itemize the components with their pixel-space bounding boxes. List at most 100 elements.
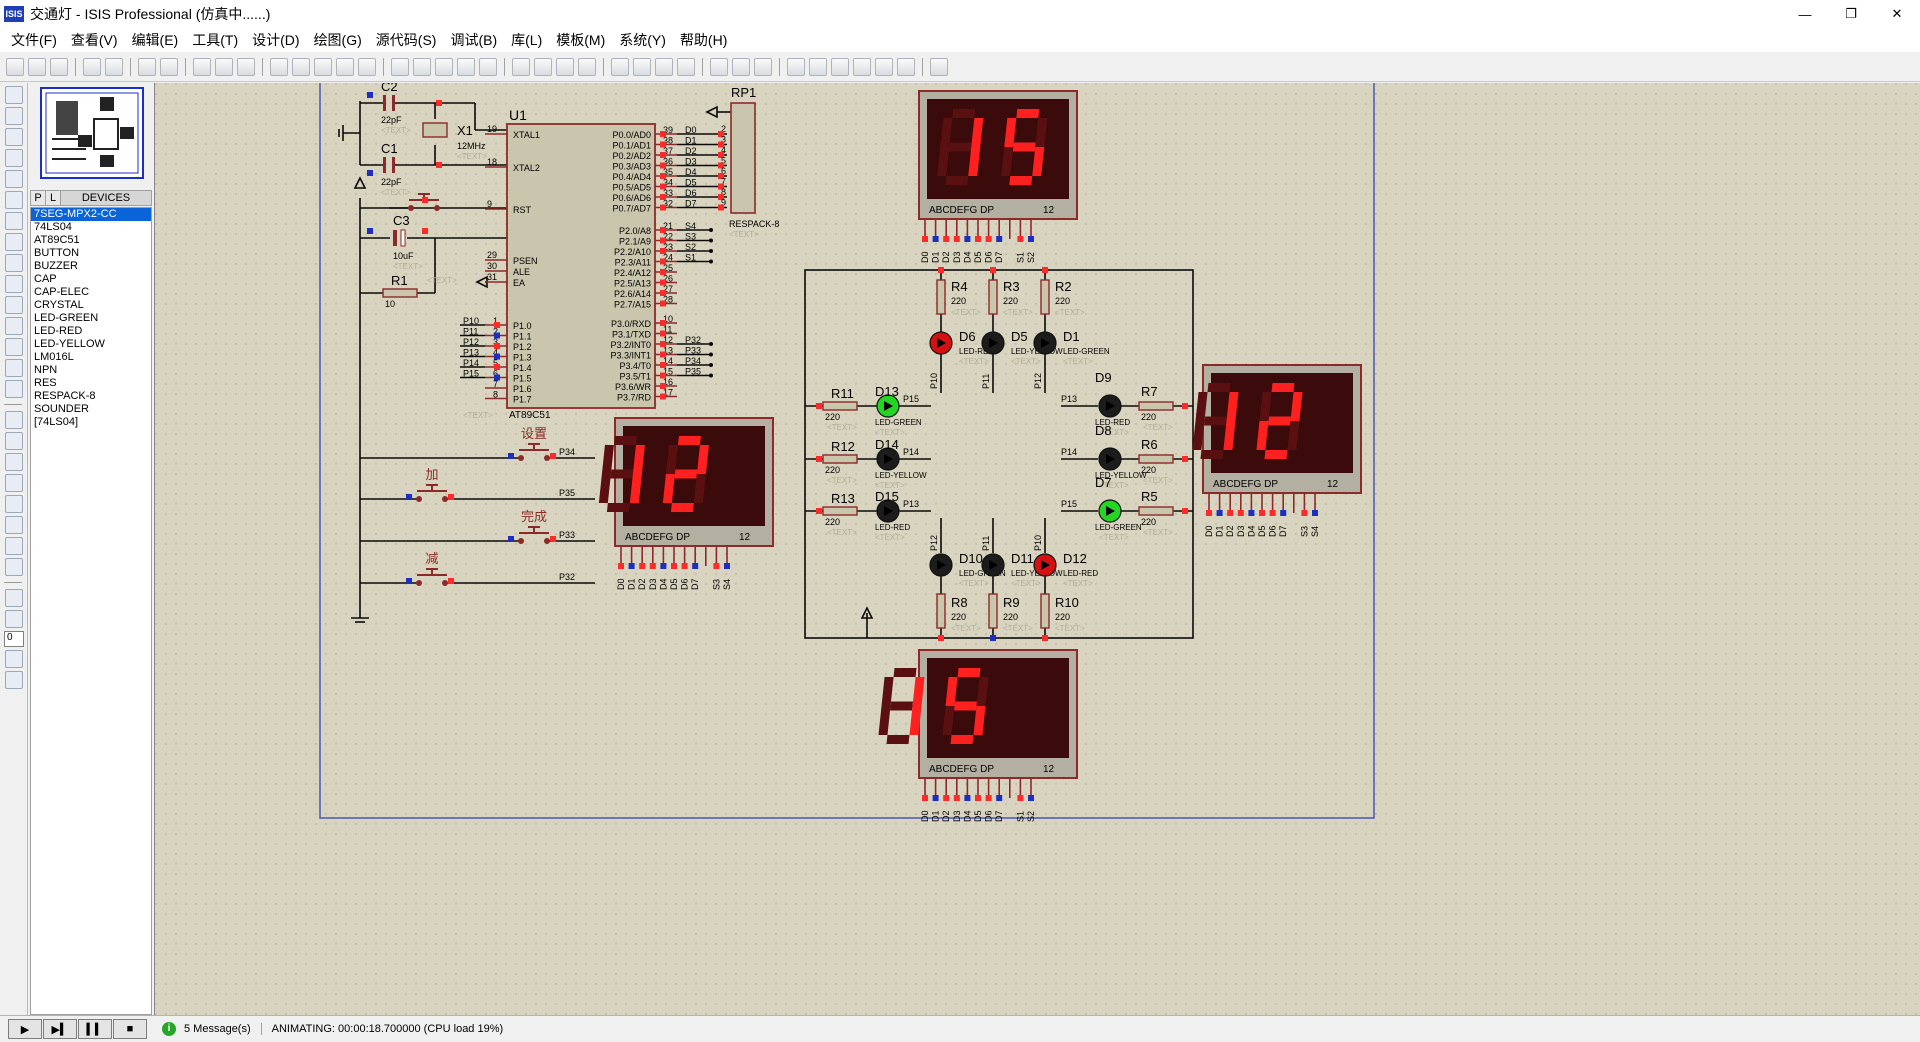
menu-system[interactable]: 系统(Y) — [619, 32, 666, 48]
print-icon[interactable] — [138, 57, 156, 76]
wire-autoroute-icon[interactable] — [710, 57, 728, 76]
rotate-clockwise-icon[interactable] — [5, 589, 23, 607]
menu-tools[interactable]: 工具(T) — [192, 32, 239, 48]
print-area-icon[interactable] — [160, 57, 178, 76]
make-device-icon[interactable] — [633, 57, 651, 76]
schematic-canvas[interactable]: C222pF<TEXT>C122pF<TEXT>X112MHz<TEXT>C31… — [155, 83, 1920, 1015]
device-list-item[interactable]: LED-GREEN — [34, 312, 99, 324]
junction-dot-icon[interactable] — [5, 128, 23, 146]
new-sheet-icon[interactable] — [787, 57, 805, 76]
device-list-item[interactable]: RESPACK-8 — [34, 390, 96, 402]
search-tag-icon[interactable] — [732, 57, 750, 76]
refresh-icon[interactable] — [193, 57, 211, 76]
block-rotate-icon[interactable] — [556, 57, 574, 76]
device-list-item[interactable]: CAP-ELEC — [34, 286, 90, 298]
symbol-tool-icon[interactable] — [5, 537, 23, 555]
device-list-item[interactable]: LED-RED — [34, 325, 83, 337]
menu-library[interactable]: 库(L) — [511, 32, 543, 48]
ares-icon[interactable] — [930, 57, 948, 76]
device-list-item[interactable]: NPN — [34, 364, 58, 376]
device-pin-icon[interactable] — [5, 254, 23, 272]
arc-tool-icon[interactable] — [5, 474, 23, 492]
device-list-item[interactable]: 7SEG-MPX2-CC — [31, 208, 151, 221]
marker-tool-icon[interactable] — [5, 558, 23, 576]
undo-icon[interactable] — [391, 57, 409, 76]
netlist-icon[interactable] — [897, 57, 915, 76]
remove-sheet-icon[interactable] — [809, 57, 827, 76]
menu-edit[interactable]: 编辑(E) — [131, 32, 179, 48]
component-mode-icon[interactable] — [5, 107, 23, 125]
rotation-angle-input[interactable]: 0 — [4, 631, 24, 647]
overview-window[interactable] — [40, 87, 144, 179]
message-count[interactable]: 5 Message(s) — [184, 1023, 262, 1035]
zoom-all-icon[interactable] — [336, 57, 354, 76]
path-tool-icon[interactable] — [5, 495, 23, 513]
menu-graph[interactable]: 绘图(G) — [313, 32, 362, 48]
restore-button[interactable]: ❐ — [1845, 6, 1857, 21]
block-delete-icon[interactable] — [578, 57, 596, 76]
device-list-item[interactable]: LM016L — [34, 351, 74, 363]
graph-icon[interactable] — [5, 275, 23, 293]
tape-recorder-icon[interactable] — [5, 296, 23, 314]
mirror-horizontal-icon[interactable] — [5, 650, 23, 668]
redo-icon[interactable] — [413, 57, 431, 76]
virtual-instrument-icon[interactable] — [5, 380, 23, 398]
menu-view[interactable]: 查看(V) — [70, 32, 118, 48]
device-list-item[interactable]: CRYSTAL — [34, 299, 84, 311]
new-file-icon[interactable] — [6, 57, 24, 76]
device-list-item[interactable]: RES — [34, 377, 57, 389]
close-button[interactable]: ✕ — [1891, 6, 1903, 21]
device-list-item[interactable]: CAP — [34, 273, 57, 285]
device-list-item[interactable]: BUZZER — [34, 260, 78, 272]
menu-help[interactable]: 帮助(H) — [679, 32, 728, 48]
menu-source[interactable]: 源代码(S) — [375, 32, 437, 48]
stop-button[interactable]: ■ — [113, 1019, 147, 1039]
origin-icon[interactable] — [237, 57, 255, 76]
menu-debug[interactable]: 调试(B) — [450, 32, 498, 48]
minimize-button[interactable]: — — [1798, 6, 1812, 22]
pan-icon[interactable] — [270, 57, 288, 76]
terminal-icon[interactable] — [5, 233, 23, 251]
open-file-icon[interactable] — [28, 57, 46, 76]
voltage-probe-icon[interactable] — [5, 338, 23, 356]
cut-icon[interactable] — [435, 57, 453, 76]
step-button[interactable]: ▶▍ — [43, 1019, 77, 1039]
import-icon[interactable] — [83, 57, 101, 76]
menu-template[interactable]: 模板(M) — [556, 32, 606, 48]
erc-report-icon[interactable] — [875, 57, 893, 76]
packaging-icon[interactable] — [655, 57, 673, 76]
info-icon[interactable]: i — [162, 1022, 176, 1036]
device-list-item[interactable]: [74LS04] — [34, 416, 79, 428]
zoom-in-icon[interactable] — [292, 57, 310, 76]
mirror-vertical-icon[interactable] — [5, 671, 23, 689]
wire-label-icon[interactable] — [5, 149, 23, 167]
exit-to-parent-icon[interactable] — [831, 57, 849, 76]
paste-icon[interactable] — [479, 57, 497, 76]
text-script-icon[interactable] — [5, 170, 23, 188]
copy-icon[interactable] — [457, 57, 475, 76]
grid-icon[interactable] — [215, 57, 233, 76]
device-list-item[interactable]: BUTTON — [34, 247, 80, 259]
text-tool-icon[interactable] — [5, 516, 23, 534]
decompose-icon[interactable] — [677, 57, 695, 76]
device-list-item[interactable]: LED-YELLOW — [34, 338, 105, 350]
selection-mode-icon[interactable] — [5, 86, 23, 104]
block-copy-icon[interactable] — [512, 57, 530, 76]
pick-device-icon[interactable] — [611, 57, 629, 76]
device-list-item[interactable]: 74LS04 — [34, 221, 72, 233]
menu-design[interactable]: 设计(D) — [252, 32, 300, 48]
zoom-area-icon[interactable] — [358, 57, 376, 76]
tab-library[interactable]: L — [46, 191, 61, 205]
box-tool-icon[interactable] — [5, 432, 23, 450]
subcircuit-icon[interactable] — [5, 212, 23, 230]
block-move-icon[interactable] — [534, 57, 552, 76]
current-probe-icon[interactable] — [5, 359, 23, 377]
line-tool-icon[interactable] — [5, 411, 23, 429]
device-list-item[interactable]: AT89C51 — [34, 234, 80, 246]
circle-tool-icon[interactable] — [5, 453, 23, 471]
rotate-anticlockwise-icon[interactable] — [5, 610, 23, 628]
bus-icon[interactable] — [5, 191, 23, 209]
save-file-icon[interactable] — [50, 57, 68, 76]
